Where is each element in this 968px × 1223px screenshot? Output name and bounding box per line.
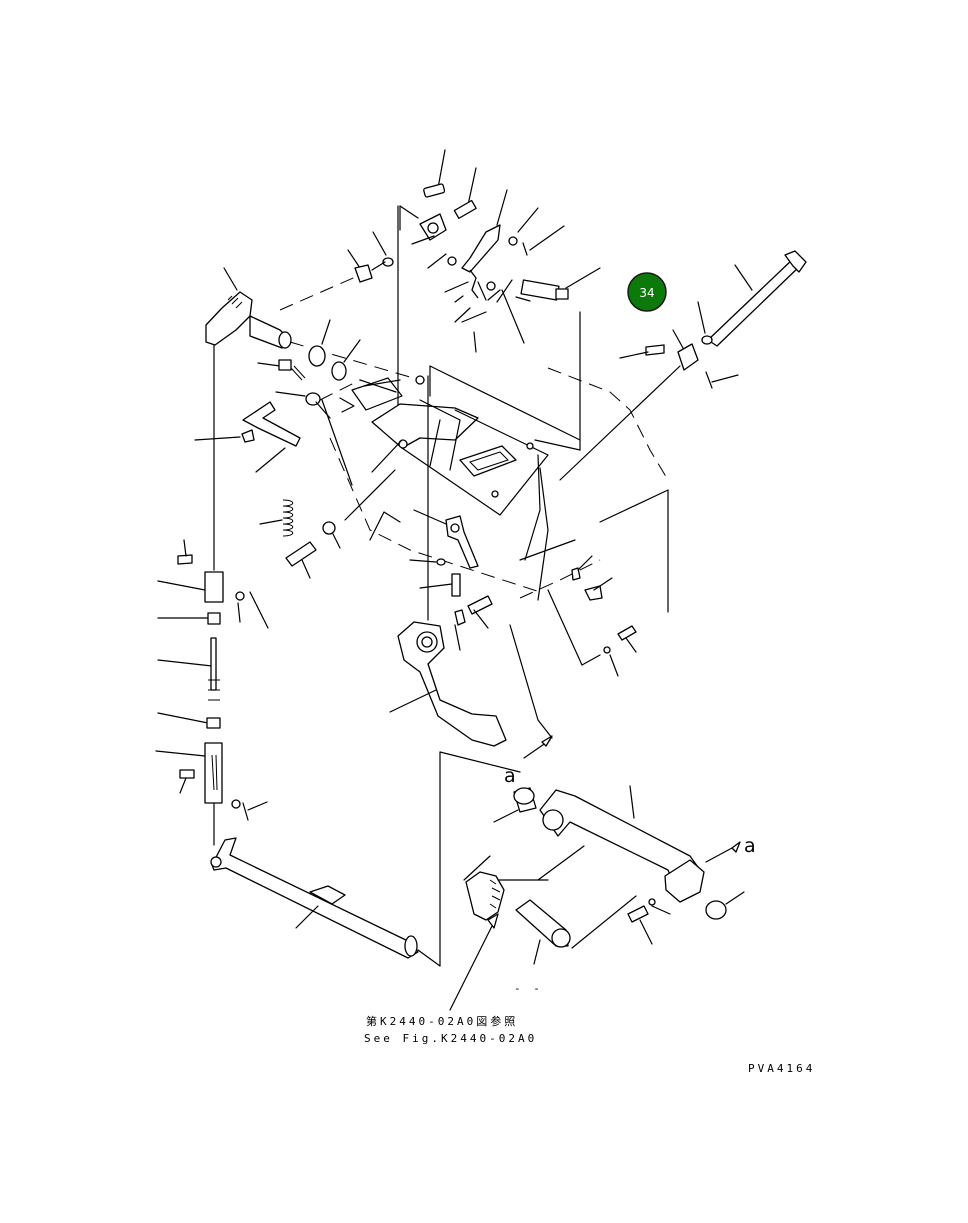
- callout-number: 34: [639, 286, 654, 300]
- drawing-number: PVA4164: [748, 1062, 815, 1075]
- right-lever-rod: [559, 250, 807, 481]
- left-rod-assembly: [155, 571, 269, 846]
- cab-outline-dashed: [329, 367, 669, 613]
- left-shaft-assembly: [194, 267, 421, 571]
- see-figure-japanese: 第K2440-02A0図参照: [366, 1014, 518, 1028]
- view-a-label-top: a: [504, 765, 516, 787]
- pedal-assembly: [389, 375, 637, 759]
- minor-marks: - -: [514, 982, 543, 995]
- see-figure-english: See Fig.K2440-02A0: [364, 1032, 537, 1045]
- lower-right-bracket: [449, 785, 745, 1011]
- top-linkage: [347, 149, 601, 451]
- view-a-label-arrow: a: [744, 835, 756, 857]
- central-bracket: [339, 205, 581, 601]
- part-callout-34[interactable]: 34: [627, 272, 667, 312]
- lower-cross-shaft: [210, 751, 521, 967]
- spring-and-bolts: [177, 469, 396, 579]
